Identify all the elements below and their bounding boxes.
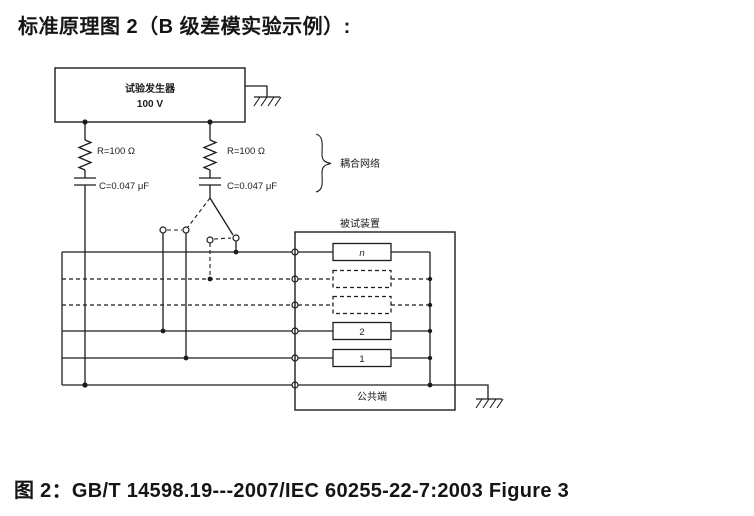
resistor-left-symbol	[77, 139, 93, 171]
eut-unit-2-label: 2	[359, 327, 364, 338]
eut-box: 被试装置 n 2 1 公共端	[294, 217, 456, 411]
resistor-right-label: R=100 Ω	[227, 146, 265, 157]
switch-arm	[209, 197, 234, 236]
switch-contact-3	[206, 236, 214, 244]
eut-unit-1-label: 1	[359, 354, 364, 365]
switch-arm-alt	[187, 197, 211, 228]
figure-caption: 图 2：GB/T 14598.19---2007/IEC 60255-22-7:…	[14, 480, 570, 502]
coupling-network-brace: 耦合网络	[315, 133, 380, 193]
coupling-branch-left: R=100 Ω C=0.047 μF	[74, 122, 149, 385]
resistor-left-label: R=100 Ω	[97, 146, 135, 157]
eut-outline	[294, 231, 456, 411]
switch-contact-4	[232, 234, 240, 242]
eut-unit-dashed-a	[332, 269, 392, 289]
switch-contact-2	[182, 226, 190, 234]
switch-contact-1	[159, 226, 167, 234]
eut-label: 被试装置	[340, 217, 380, 230]
line-buses	[61, 251, 292, 388]
page-title: 标准原理图 2（B 级差模实验示例）:	[18, 16, 351, 38]
eut-unit-n-label: n	[359, 248, 364, 259]
resistor-right-symbol	[202, 139, 218, 171]
coupling-network-label: 耦合网络	[340, 157, 380, 170]
capacitor-right-label: C=0.047 μF	[227, 181, 277, 192]
coupling-branch-right: R=100 Ω C=0.047 μF	[199, 122, 277, 198]
generator-name-label: 试验发生器	[125, 82, 176, 95]
test-generator-box: 试验发生器 100 V	[54, 67, 246, 123]
generator-voltage-label: 100 V	[137, 99, 163, 110]
generator-ground-symbol	[245, 85, 282, 107]
junction-left-branch-common	[82, 382, 88, 388]
capacitor-left-label: C=0.047 μF	[99, 181, 149, 192]
selector-switch	[159, 197, 240, 361]
eut-terminals	[291, 248, 299, 389]
generator-outline	[54, 67, 246, 123]
eut-ground-symbol	[455, 384, 504, 409]
eut-common-label: 公共端	[357, 390, 387, 403]
eut-unit-dashed-b	[332, 295, 392, 315]
